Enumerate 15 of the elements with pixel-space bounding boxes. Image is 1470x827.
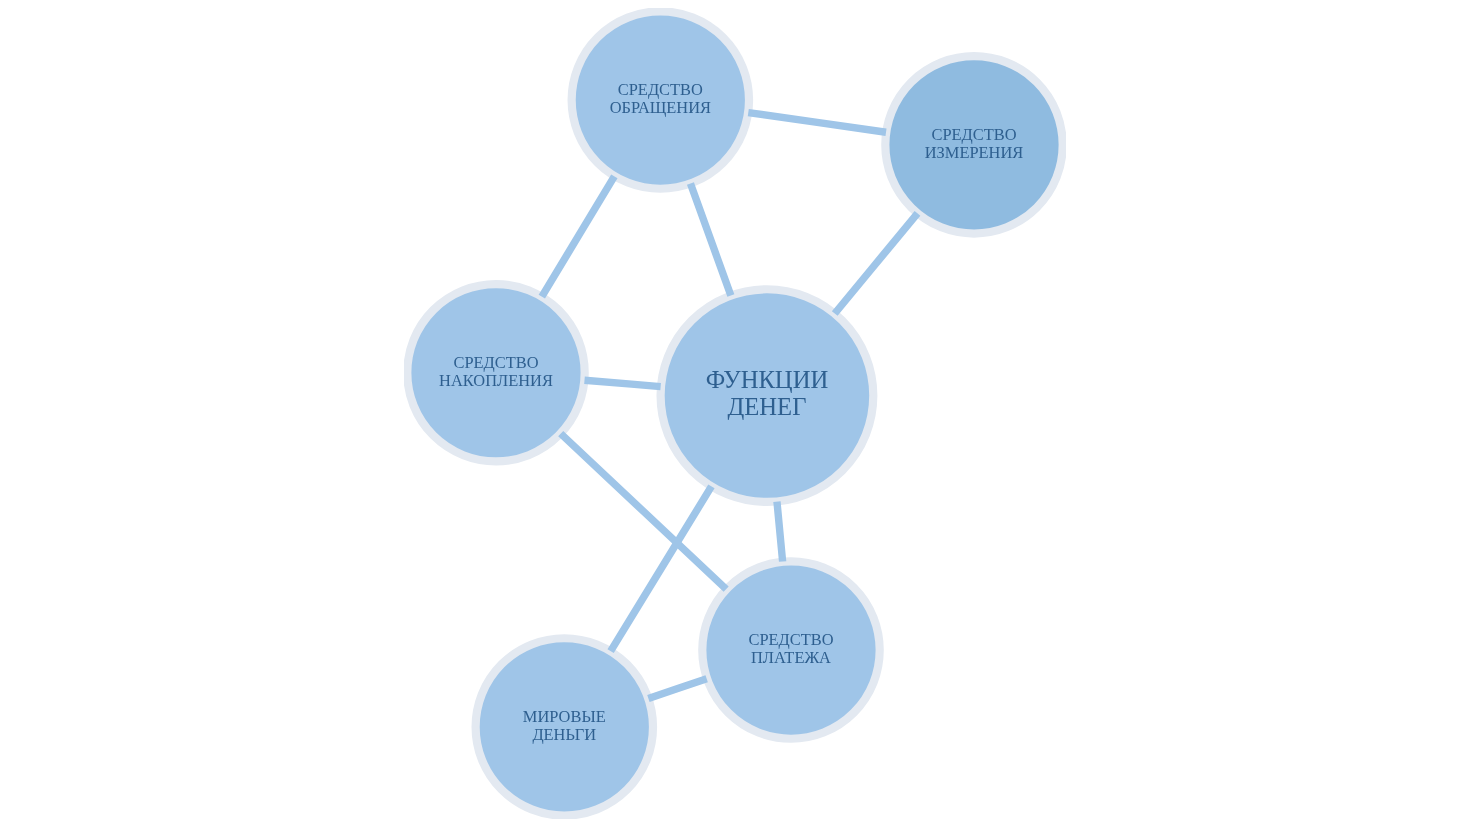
- connector: [831, 210, 921, 316]
- connector: [607, 484, 715, 654]
- node-circle: ФУНКЦИИ ДЕНЕГ: [656, 285, 878, 507]
- connector: [647, 675, 708, 702]
- connector: [538, 174, 618, 299]
- connector: [773, 501, 787, 562]
- connector: [558, 430, 729, 592]
- node-circle: МИРОВЫЕ ДЕНЬГИ: [471, 634, 658, 819]
- node-circle: СРЕДСТВО ПЛАТЕЖА: [698, 557, 884, 743]
- node-circle: СРЕДСТВО НАКОПЛЕНИЯ: [404, 279, 589, 466]
- connector: [686, 182, 735, 297]
- node-circle: СРЕДСТВО ИЗМЕРЕНИЯ: [881, 52, 1066, 238]
- node-circle: СРЕДСТВО ОБРАЩЕНИЯ: [567, 8, 754, 193]
- connector: [747, 108, 887, 136]
- connector: [584, 376, 661, 391]
